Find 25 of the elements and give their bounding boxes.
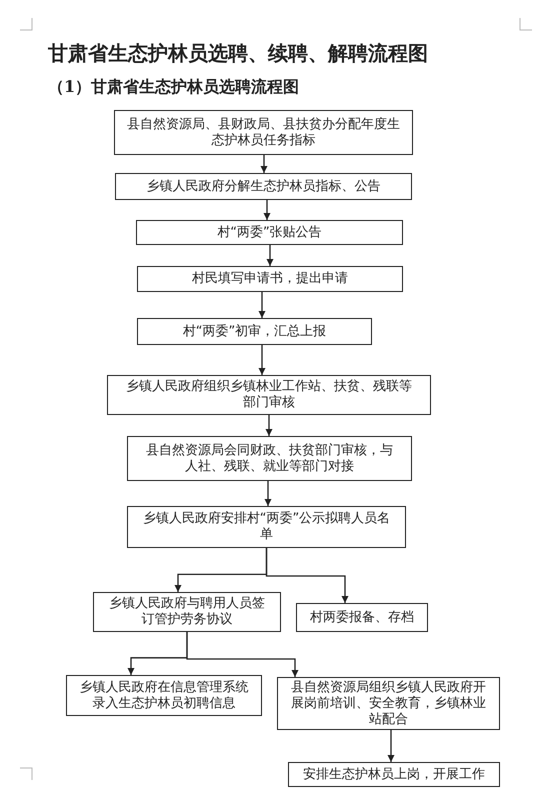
process-box: 村民填写申请书，提出申请 (137, 266, 403, 292)
arrow (260, 155, 268, 173)
arrow (266, 548, 348, 603)
process-box: 县自然资源局、县财政局、县扶贫办分配年度生态护林员任务指标 (114, 110, 413, 155)
process-box: 乡镇人民政府在信息管理系统录入生态护林员初聘信息 (66, 675, 262, 716)
arrow (264, 200, 270, 220)
process-box: 村“两委”张贴公告 (136, 220, 403, 245)
title: 甘肃省生态护林员选聘、续聘、解聘流程图 (48, 40, 428, 67)
arrow (388, 730, 394, 762)
subtitle: （1）甘肃省生态护林员选聘流程图 (48, 77, 300, 98)
process-box: 县自然资源局会同财政、扶贫部门审核，与人社、残联、就业等部门对接 (127, 436, 412, 481)
arrow (258, 345, 266, 375)
process-box: 县自然资源局组织乡镇人民政府开展岗前培训、安全教育，乡镇林业站配合 (277, 677, 500, 730)
arrow (264, 481, 272, 506)
arrow (266, 245, 274, 266)
process-box: 村两委报备、存档 (296, 603, 428, 632)
process-box: 乡镇人民政府分解生态护林员指标、公告 (115, 173, 412, 200)
arrow (186, 632, 298, 677)
process-box: 安排生态护林员上岗，开展工作 (288, 762, 500, 787)
process-box: 乡镇人民政府组织乡镇林业工作站、扶贫、残联等部门审核 (107, 375, 431, 415)
process-box: 村“两委”初审，汇总上报 (137, 318, 372, 345)
arrow (266, 415, 272, 436)
process-box: 乡镇人民政府与聘用人员签订管护劳务协议 (93, 592, 281, 632)
process-box: 乡镇人民政府安排村“两委”公示拟聘人员名单 (127, 506, 406, 548)
arrow (258, 292, 266, 318)
